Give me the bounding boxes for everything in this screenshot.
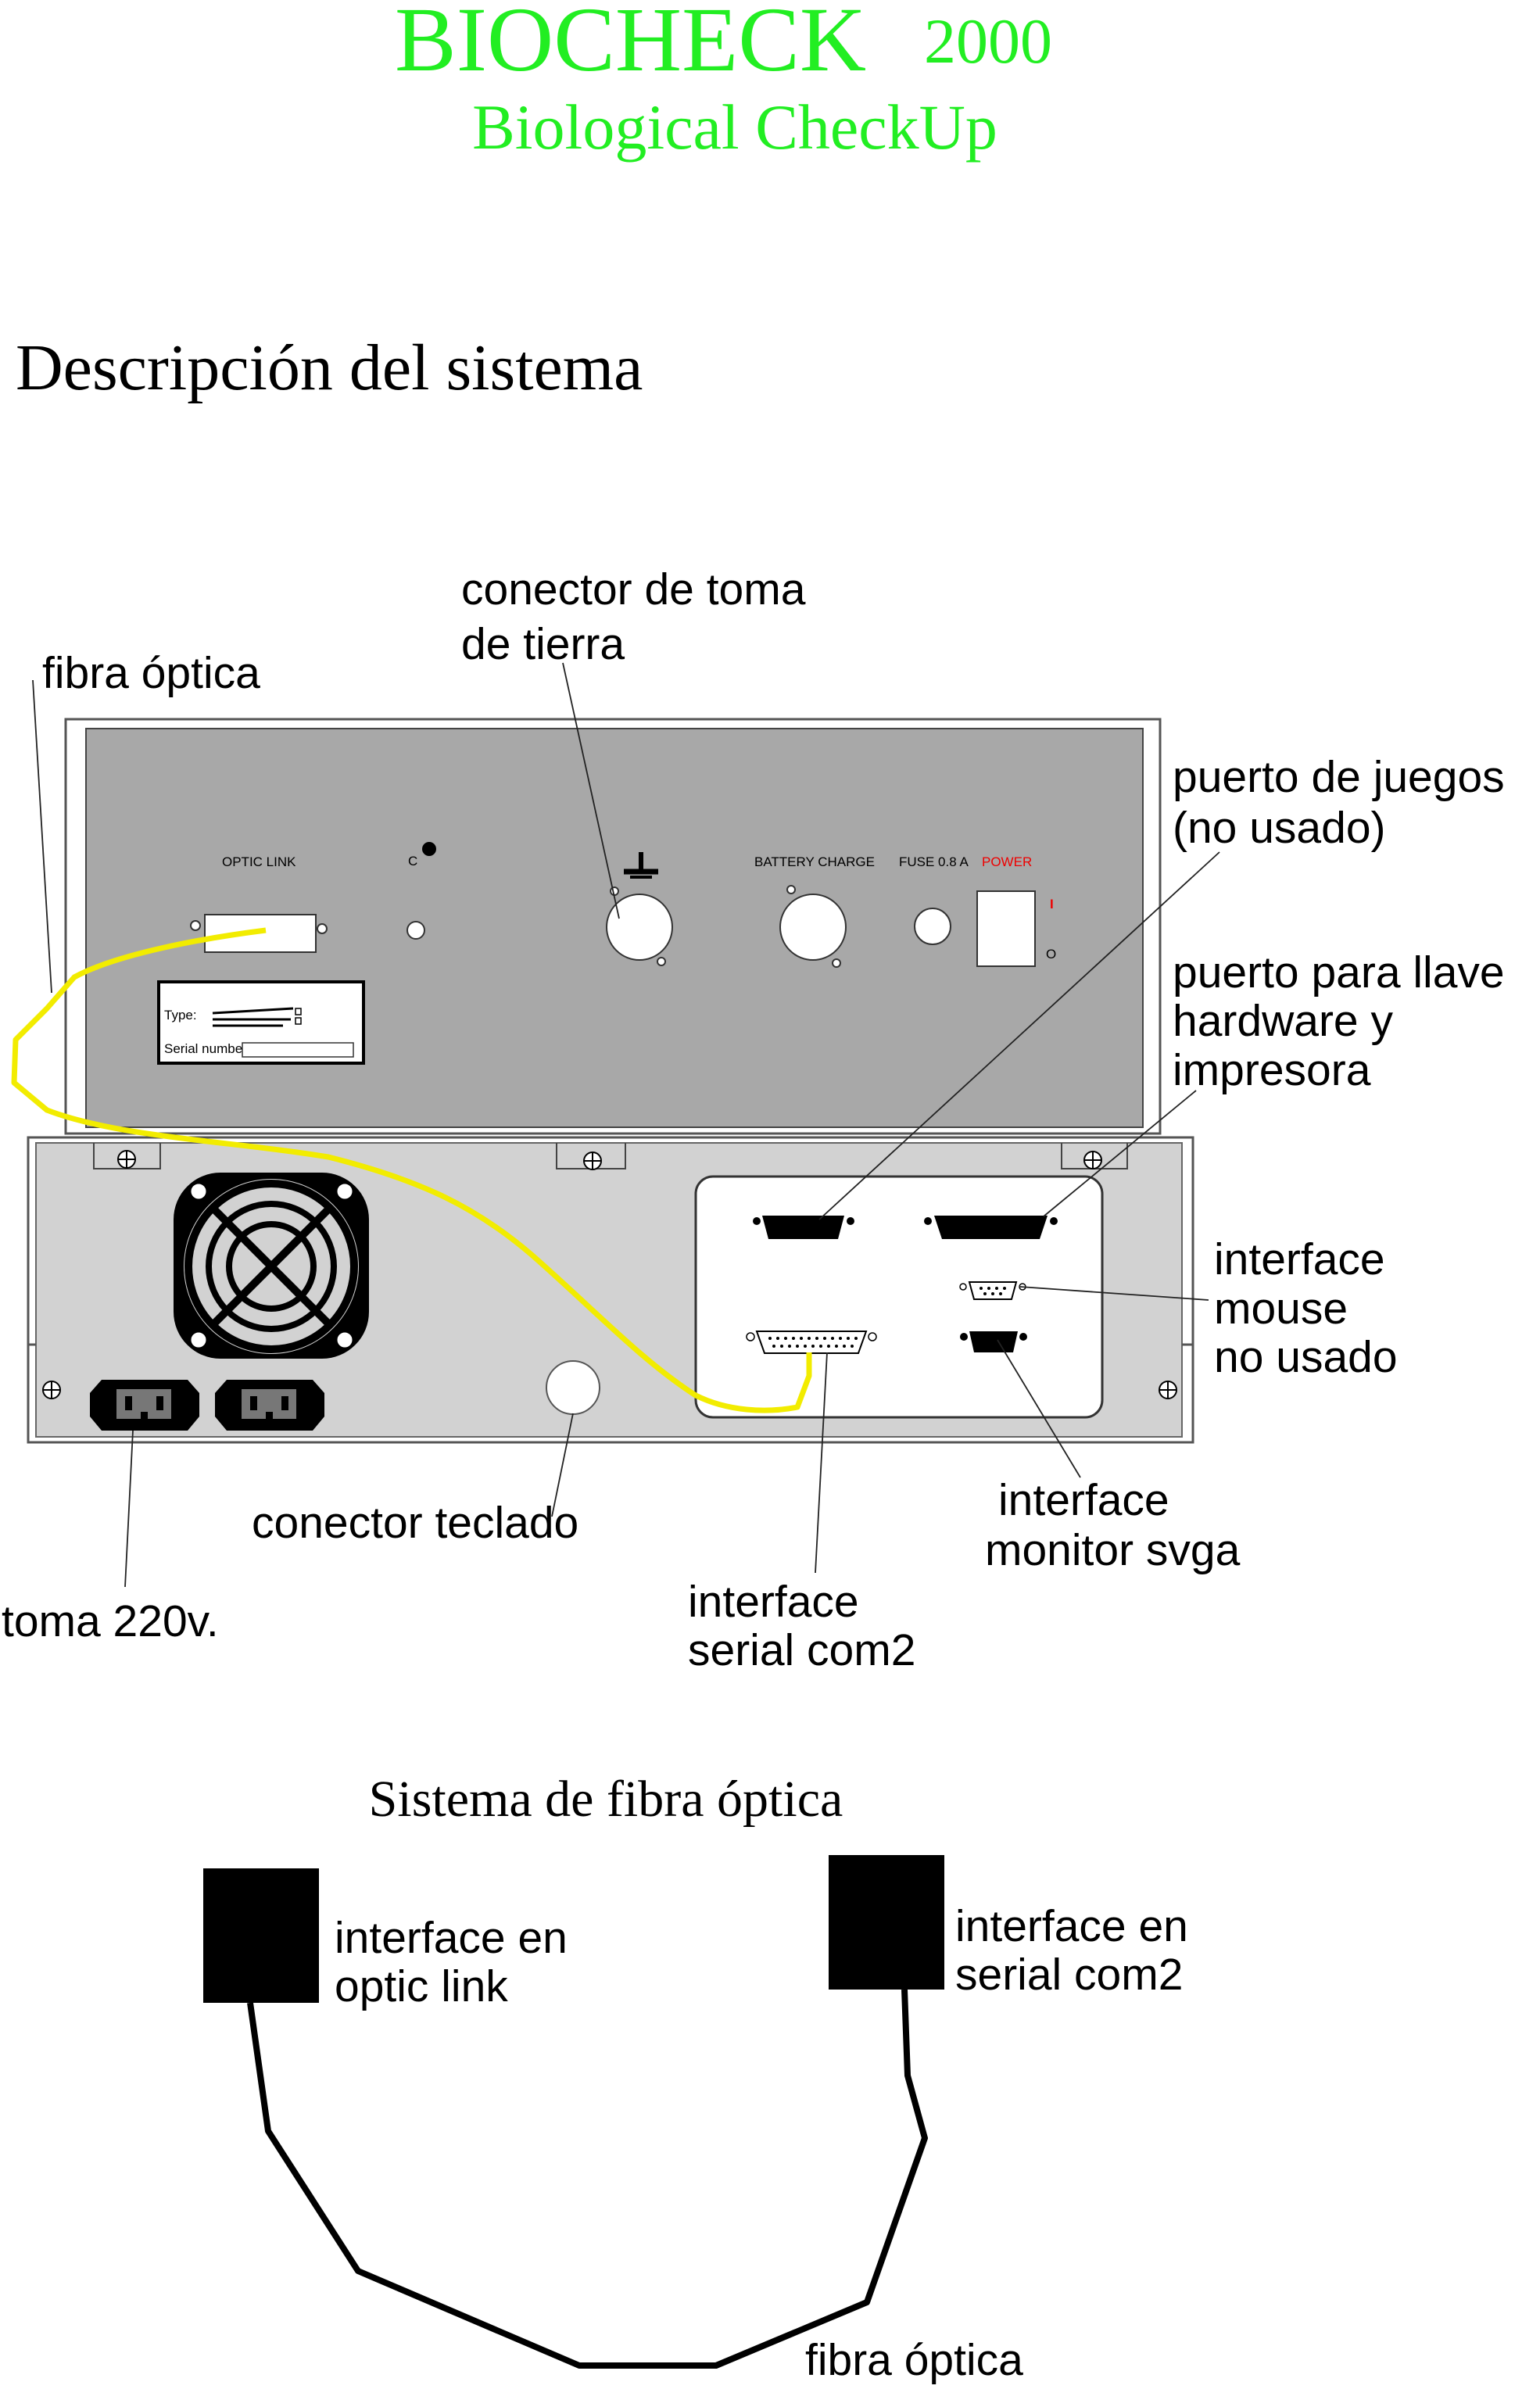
c-mark-label: C	[408, 854, 417, 869]
label-com2-2: serial com2	[688, 1625, 915, 1675]
optic-link-label: OPTIC LINK	[222, 854, 296, 869]
panel-led	[406, 921, 425, 940]
label-juegos-1: puerto de juegos	[1173, 752, 1505, 802]
ground-connector	[606, 894, 673, 961]
battery-charge-label: BATTERY CHARGE	[754, 854, 875, 869]
optic-link-screw-left	[190, 920, 201, 931]
io-card	[694, 1175, 1104, 1419]
power-off-mark: O	[1046, 947, 1056, 962]
section-title: Descripción del sistema	[16, 331, 643, 404]
power-outlet-icon	[215, 1380, 324, 1431]
parallel-port-connector	[924, 1216, 1058, 1239]
leader-lines	[32, 662, 1220, 1588]
optic-link-screw-right	[317, 923, 328, 934]
label-fibra-optica: fibra óptica	[42, 648, 260, 698]
power-inlet-icon	[90, 1380, 199, 1431]
brand-title: BIOCHECK	[395, 0, 866, 91]
side-screw-icon	[42, 1381, 61, 1399]
cooling-fan-icon	[174, 1173, 369, 1359]
label-teclado: conector teclado	[252, 1498, 578, 1548]
power-label: POWER	[982, 854, 1032, 869]
battery-charge-connector	[779, 894, 847, 961]
label-llave-1: puerto para llave	[1173, 947, 1505, 998]
fiber-cable-line	[247, 1989, 928, 2369]
fiber-right-label-2: serial com2	[955, 1950, 1183, 2000]
side-screw-icon	[1159, 1381, 1177, 1399]
mount-screw-icon	[1061, 1143, 1128, 1169]
label-toma: toma 220v.	[2, 1596, 219, 1646]
label-com2-1: interface	[688, 1577, 859, 1627]
type-label: Type:	[164, 1008, 197, 1023]
serial-com2-connector	[746, 1331, 877, 1354]
label-juegos-2: (no usado)	[1173, 803, 1386, 853]
power-switch	[976, 890, 1036, 967]
svga-port-connector	[960, 1331, 1027, 1352]
game-port-connector	[753, 1216, 854, 1239]
fiber-cable-label: fibra óptica	[805, 2335, 1023, 2385]
serial-label: Serial number:	[164, 1041, 251, 1056]
mouse-port-connector	[959, 1281, 1026, 1300]
fuse-holder	[914, 908, 951, 945]
label-llave-2: hardware y	[1173, 996, 1393, 1046]
mount-screw-icon	[93, 1143, 161, 1169]
keyboard-connector	[546, 1360, 600, 1415]
label-tierra-2: de tierra	[461, 619, 625, 669]
optic-link-interface-block	[203, 1868, 319, 2003]
power-on-mark: I	[1050, 897, 1054, 912]
label-svga-2: monitor svga	[985, 1525, 1241, 1575]
fiber-right-label-1: interface en	[955, 1901, 1188, 1951]
label-mouse-3: no usado	[1214, 1332, 1398, 1382]
label-mouse-1: interface	[1214, 1234, 1385, 1284]
ground-symbol-icon	[624, 852, 658, 879]
indicator-dot	[422, 842, 436, 856]
label-svga-1: interface	[998, 1475, 1169, 1525]
brand-subtitle: Biological CheckUp	[472, 91, 997, 163]
fiber-left-label-1: interface en	[335, 1913, 568, 1963]
fiber-left-label-2: optic link	[335, 1961, 508, 2011]
label-mouse-2: mouse	[1214, 1284, 1348, 1334]
label-tierra-1: conector de toma	[461, 564, 806, 614]
fuse-label: FUSE 0.8 A	[899, 854, 969, 869]
serial-com2-interface-block	[829, 1855, 944, 1990]
label-llave-3: impresora	[1173, 1045, 1371, 1095]
fiber-section-title: Sistema de fibra óptica	[369, 1771, 843, 1828]
mount-screw-icon	[556, 1143, 626, 1170]
brand-model: 2000	[924, 5, 1052, 77]
fiber-optic-cable	[11, 927, 812, 1413]
